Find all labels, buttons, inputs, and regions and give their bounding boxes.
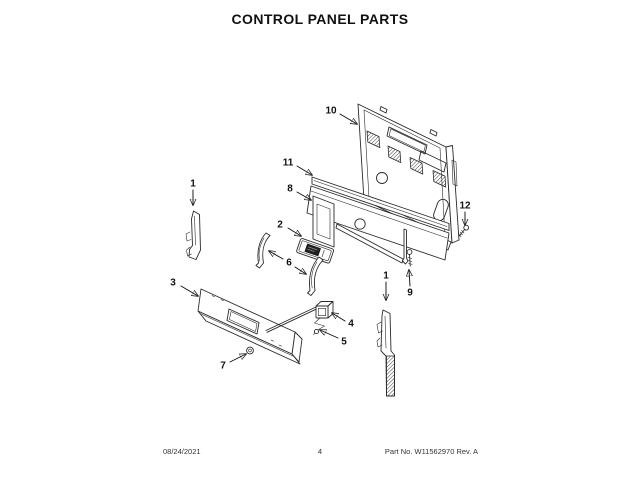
footer-page-number: 4: [317, 447, 323, 456]
end-bracket-8: [312, 195, 335, 248]
callout-number: 2: [277, 220, 283, 231]
rear-panel-cutout: [386, 126, 428, 155]
callout-arrow: [409, 270, 410, 287]
display-window: [226, 308, 260, 335]
callout-3: 3: [170, 278, 198, 297]
callout-arrow: [287, 227, 301, 236]
callout-5: 5: [320, 330, 347, 348]
screw-9: [406, 249, 413, 267]
callout-11: 11: [283, 158, 312, 176]
callout-arrow: [332, 313, 346, 322]
callout-number: 9: [407, 288, 413, 299]
end-cap-brackets: [255, 232, 324, 296]
callout-arrow: [296, 191, 311, 200]
callout-layer: 1 10 11 8 2 6 3 12 1 9 45 7: [170, 106, 471, 372]
vent-grille: [387, 145, 402, 163]
ground-strap: [265, 306, 318, 331]
callout-number: 5: [341, 337, 347, 348]
bracket-left: [255, 232, 271, 269]
rear-panel-hole: [376, 172, 388, 184]
callout-9: 9: [407, 270, 413, 299]
screw-5: [313, 328, 320, 335]
panel-chassis: [306, 185, 450, 265]
callout-number: 6: [286, 258, 292, 269]
control-panel: [197, 288, 334, 365]
callout-arrow: [180, 285, 198, 296]
control-module: [296, 238, 335, 264]
callout-number: 8: [287, 184, 293, 195]
vent-grille: [432, 170, 447, 188]
callout-7: 7: [220, 354, 246, 372]
panel-face: [197, 288, 296, 355]
clip-wire: [314, 317, 325, 332]
callout-number: 1: [190, 179, 196, 190]
nut-7: [246, 346, 254, 355]
callout-4: 4: [332, 313, 354, 330]
callout-number: 4: [348, 319, 354, 330]
vent-grille: [409, 157, 424, 175]
clip-4: [315, 301, 334, 319]
screw-12: [458, 224, 470, 237]
vent-grille: [366, 130, 381, 148]
rear-panel-side-flange: [445, 145, 460, 244]
footer-date: 08/24/2021: [163, 447, 201, 456]
callout-1: 1: [190, 179, 196, 206]
callout-arrow: [269, 251, 284, 260]
callout-2: 2: [277, 220, 301, 237]
chassis-hole: [354, 218, 366, 230]
callout-number: 1: [383, 271, 389, 282]
mounting-rail: [311, 176, 450, 231]
callout-arrow: [339, 113, 357, 124]
callout-number: 7: [220, 361, 226, 372]
callout-12: 12: [459, 201, 471, 226]
callout-number: 12: [459, 201, 471, 212]
callout-1: 1: [383, 271, 389, 301]
page-title: CONTROL PANEL PARTS: [231, 11, 409, 27]
side-trim-right: [376, 309, 395, 397]
chassis-lip: [335, 223, 404, 264]
callout-number: 11: [283, 158, 294, 169]
callout-6: 6: [269, 251, 306, 274]
page-footer: 08/24/2021 4 Part No. W11562970 Rev. A: [0, 447, 640, 459]
callout-8: 8: [287, 184, 311, 201]
callout-number: 3: [170, 278, 176, 289]
callout-number: 10: [325, 106, 337, 117]
bracket-right: [307, 256, 324, 296]
footer-part-number: Part No. W11562970 Rev. A: [384, 447, 478, 456]
callout-arrow: [229, 354, 246, 363]
chassis-end-tab: [402, 228, 409, 265]
callout-arrow: [296, 165, 312, 175]
rear-panel-cutout: [418, 150, 447, 173]
side-trim-left: [185, 210, 201, 260]
callout-arrow: [320, 330, 339, 339]
callout-arrow: [294, 266, 306, 274]
callout-10: 10: [325, 106, 357, 125]
